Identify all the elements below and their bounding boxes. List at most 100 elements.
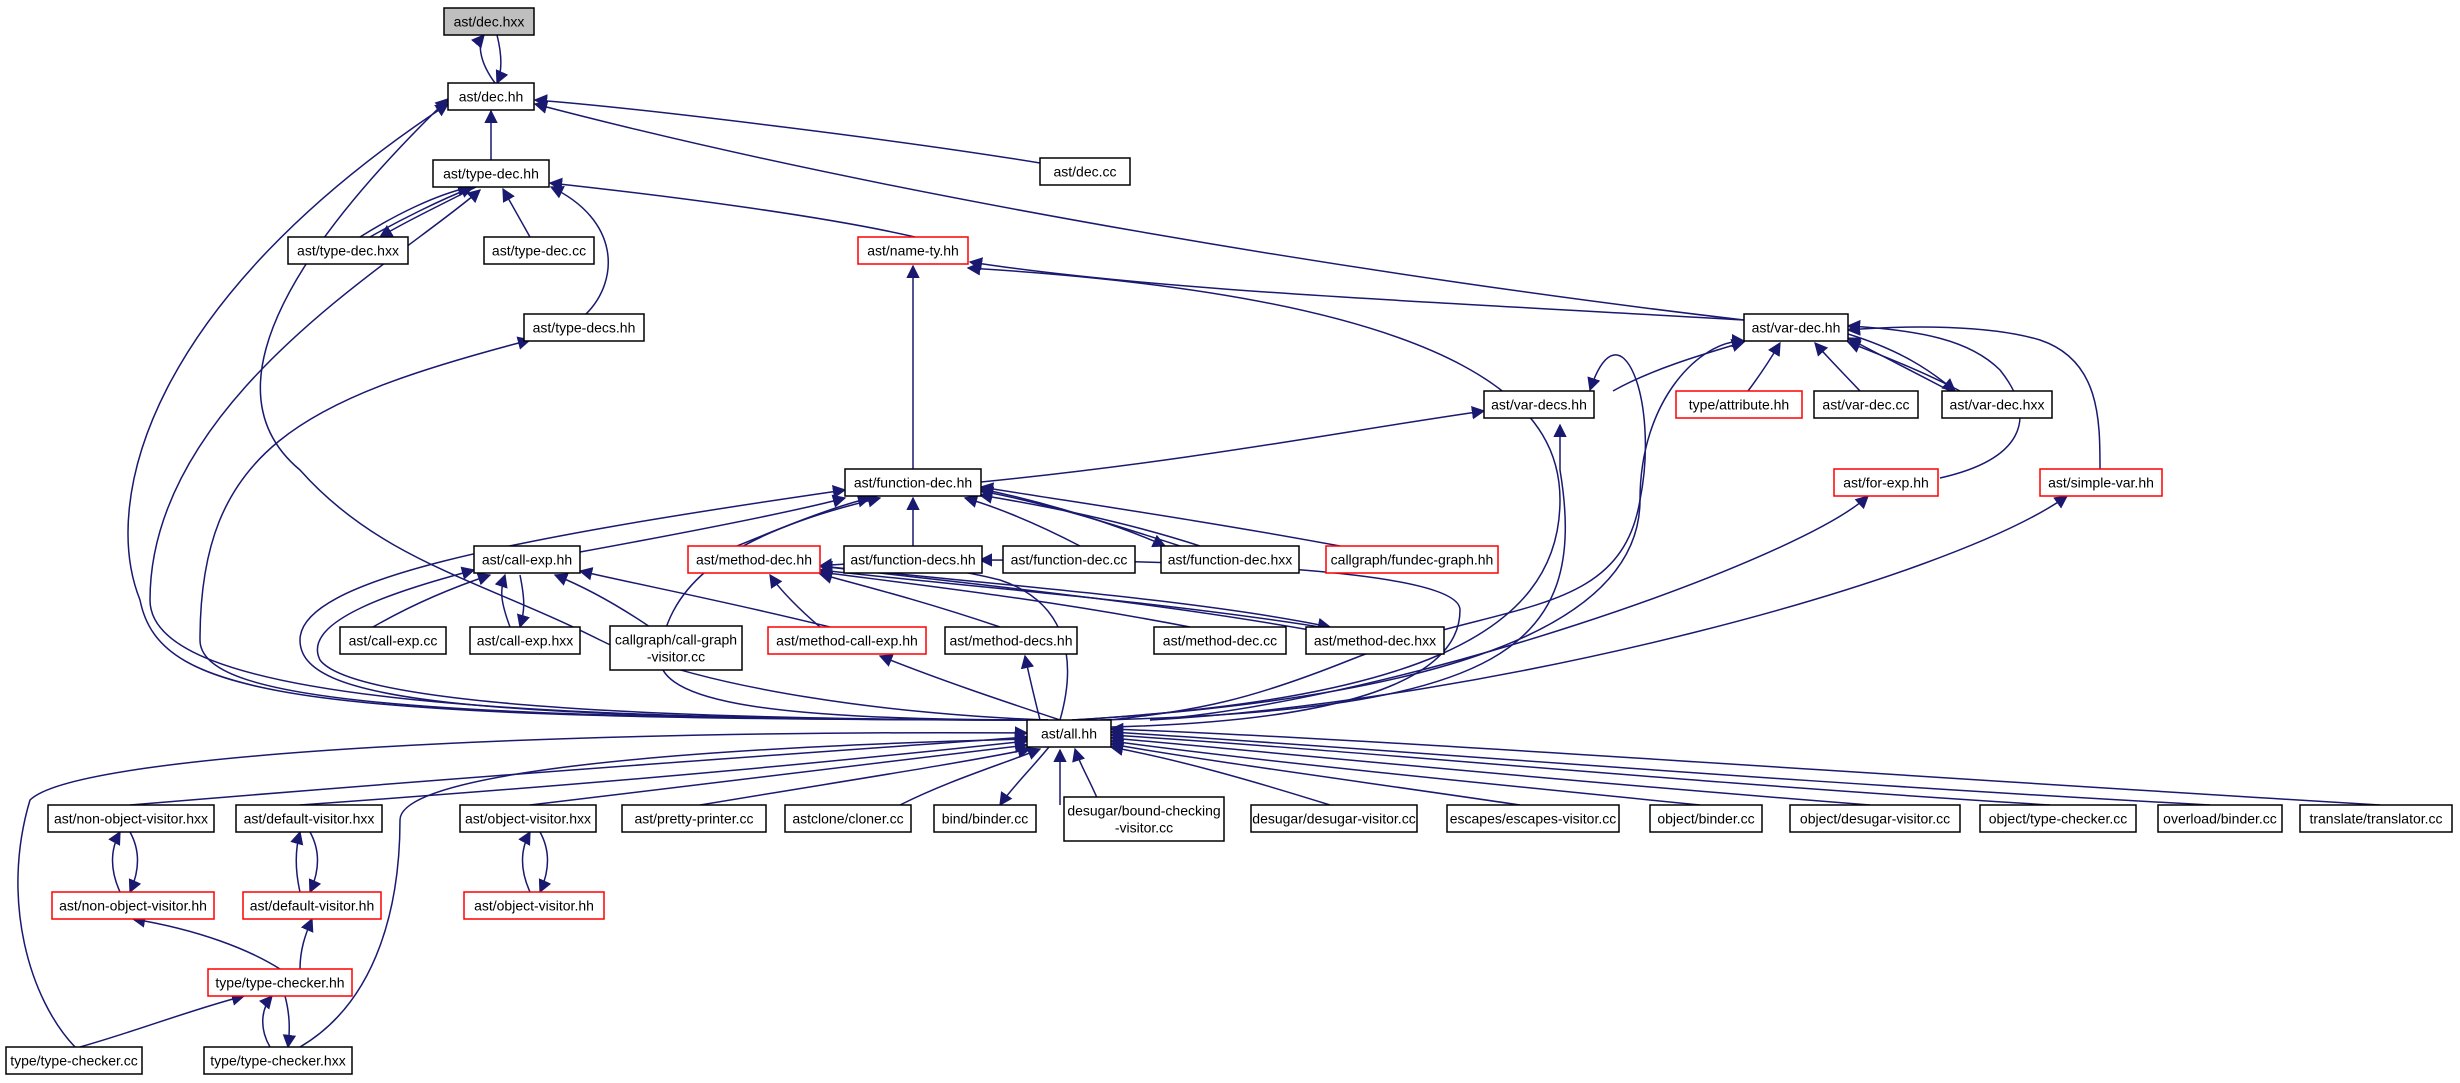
node-box xyxy=(443,7,535,36)
node-box xyxy=(463,891,605,920)
node-var-dec-cc[interactable]: ast/var-dec.cc xyxy=(1813,390,1919,419)
node-label: ast/var-dec.hxx xyxy=(1950,397,2045,413)
dependency-edge xyxy=(979,486,1181,547)
node-object-visitor-hh[interactable]: ast/object-visitor.hh xyxy=(463,891,605,920)
dependency-edge xyxy=(129,731,1029,806)
node-label: ast/method-call-exp.hh xyxy=(776,633,918,649)
node-method-dec-hh[interactable]: ast/method-dec.hh xyxy=(687,545,821,574)
node-type-dec-cc[interactable]: ast/type-dec.cc xyxy=(483,236,595,265)
node-box xyxy=(767,626,927,655)
dependency-edge xyxy=(769,573,821,628)
node-method-dec-hxx[interactable]: ast/method-dec.hxx xyxy=(1305,626,1445,655)
node-label: ast/object-visitor.hxx xyxy=(465,811,591,827)
node-dec-cc[interactable]: ast/dec.cc xyxy=(1039,157,1131,186)
node-pretty-printer-cc[interactable]: ast/pretty-printer.cc xyxy=(621,804,767,833)
node-box xyxy=(432,159,550,188)
node-label: ast/type-dec.hxx xyxy=(297,243,399,259)
node-box xyxy=(1325,545,1499,574)
node-method-call-exp-hh[interactable]: ast/method-call-exp.hh xyxy=(767,626,927,655)
node-box xyxy=(207,968,353,997)
node-label: ast/non-object-visitor.hxx xyxy=(54,811,208,827)
node-default-visitor-hh[interactable]: ast/default-visitor.hh xyxy=(242,891,382,920)
node-label: ast/function-decs.hh xyxy=(850,552,975,568)
node-var-dec-hh[interactable]: ast/var-dec.hh xyxy=(1743,313,1849,342)
node-default-visitor-hxx[interactable]: ast/default-visitor.hxx xyxy=(235,804,383,833)
node-label: ast/for-exp.hh xyxy=(1843,475,1929,491)
node-method-decs-hh[interactable]: ast/method-decs.hh xyxy=(944,626,1078,655)
dependency-edge xyxy=(131,914,281,970)
node-box xyxy=(1675,390,1803,419)
node-var-decs-hh[interactable]: ast/var-decs.hh xyxy=(1483,390,1595,419)
dependency-edge xyxy=(533,94,1041,164)
node-box xyxy=(1305,626,1445,655)
dependency-edge xyxy=(1020,654,1041,721)
dependency-edge xyxy=(1149,495,2069,721)
node-label: ast/type-decs.hh xyxy=(533,320,636,336)
dependency-edge xyxy=(308,831,322,894)
dependency-edge xyxy=(1109,739,1521,806)
node-bind-binder-cc[interactable]: bind/binder.cc xyxy=(933,804,1037,833)
node-simple-var-hh[interactable]: ast/simple-var.hh xyxy=(2039,468,2163,497)
node-box xyxy=(1039,157,1131,186)
node-type-checker-cc[interactable]: type/type-checker.cc xyxy=(5,1046,143,1075)
dependency-edge xyxy=(553,573,651,628)
node-label: overload/binder.cc xyxy=(2163,811,2277,827)
node-label: type/type-checker.cc xyxy=(10,1053,138,1069)
node-box xyxy=(235,804,383,833)
dependency-edge xyxy=(999,746,1050,807)
dependency-edge xyxy=(79,992,246,1048)
node-var-dec-hxx[interactable]: ast/var-dec.hxx xyxy=(1941,390,2053,419)
node-bound-checking-visitor-cc[interactable]: desugar/bound-checking-visitor.cc xyxy=(1063,796,1225,842)
node-all-hh[interactable]: ast/all.hh xyxy=(1026,719,1112,748)
node-non-object-visitor-hxx[interactable]: ast/non-object-visitor.hxx xyxy=(47,804,215,833)
dependency-edge xyxy=(282,995,297,1049)
node-function-decs-hh[interactable]: ast/function-decs.hh xyxy=(843,545,983,574)
node-translator-cc[interactable]: translate/translator.cc xyxy=(2299,804,2453,833)
node-label: bind/binder.cc xyxy=(942,811,1028,827)
node-call-exp-cc[interactable]: ast/call-exp.cc xyxy=(339,626,447,655)
node-box xyxy=(203,1046,353,1075)
node-cloner-cc[interactable]: astclone/cloner.cc xyxy=(784,804,912,833)
dependency-edge xyxy=(1099,423,1567,721)
node-object-binder-cc[interactable]: object/binder.cc xyxy=(1649,804,1763,833)
node-type-decs-hh[interactable]: ast/type-decs.hh xyxy=(523,313,645,342)
node-label: object/desugar-visitor.cc xyxy=(1800,811,1950,827)
node-for-exp-hh[interactable]: ast/for-exp.hh xyxy=(1833,468,1939,497)
node-box xyxy=(2157,804,2283,833)
node-escapes-visitor-cc[interactable]: escapes/escapes-visitor.cc xyxy=(1446,804,1620,833)
node-call-graph-visitor-cc[interactable]: callgraph/call-graph-visitor.cc xyxy=(609,625,743,671)
node-function-dec-cc[interactable]: ast/function-dec.cc xyxy=(1002,545,1136,574)
dependency-edge xyxy=(1071,333,1746,721)
node-attribute-hh[interactable]: type/attribute.hh xyxy=(1675,390,1803,419)
node-object-desugar-visitor-cc[interactable]: object/desugar-visitor.cc xyxy=(1789,804,1961,833)
node-type-checker-hxx[interactable]: type/type-checker.hxx xyxy=(203,1046,353,1075)
node-call-exp-hh[interactable]: ast/call-exp.hh xyxy=(473,545,581,574)
dependency-edge xyxy=(369,185,475,238)
dependency-edge xyxy=(470,33,496,84)
node-name-ty-hh[interactable]: ast/name-ty.hh xyxy=(857,236,969,265)
node-object-visitor-hxx[interactable]: ast/object-visitor.hxx xyxy=(459,804,597,833)
node-fundec-graph-hh[interactable]: callgraph/fundec-graph.hh xyxy=(1325,545,1499,574)
node-object-type-checker-cc[interactable]: object/type-checker.cc xyxy=(1979,804,2137,833)
dependency-edge xyxy=(658,494,1049,721)
node-function-dec-hh[interactable]: ast/function-dec.hh xyxy=(844,468,982,497)
node-label: ast/call-exp.hxx xyxy=(477,633,573,649)
dependency-edge xyxy=(1109,729,2051,806)
dependency-edge xyxy=(127,103,1049,721)
node-label: ast/function-dec.cc xyxy=(1011,552,1128,568)
node-call-exp-hxx[interactable]: ast/call-exp.hxx xyxy=(469,626,581,655)
node-type-checker-hh[interactable]: type/type-checker.hh xyxy=(207,968,353,997)
dependency-edge xyxy=(316,566,1049,721)
node-type-dec-hxx[interactable]: ast/type-dec.hxx xyxy=(287,236,409,265)
node-overload-binder-cc[interactable]: overload/binder.cc xyxy=(2157,804,2283,833)
node-label: ast/method-decs.hh xyxy=(950,633,1073,649)
node-dec-hh[interactable]: ast/dec.hh xyxy=(447,82,535,111)
node-non-object-visitor-hh[interactable]: ast/non-object-visitor.hh xyxy=(51,891,215,920)
dependency-edge xyxy=(966,261,1561,721)
node-type-dec-hh[interactable]: ast/type-dec.hh xyxy=(432,159,550,188)
dependency-edge xyxy=(1814,341,1861,392)
node-method-dec-cc[interactable]: ast/method-dec.cc xyxy=(1153,626,1287,655)
dependency-edge xyxy=(108,830,121,893)
node-function-dec-hxx[interactable]: ast/function-dec.hxx xyxy=(1160,545,1300,574)
node-desugar-visitor-cc[interactable]: desugar/desugar-visitor.cc xyxy=(1250,804,1418,833)
